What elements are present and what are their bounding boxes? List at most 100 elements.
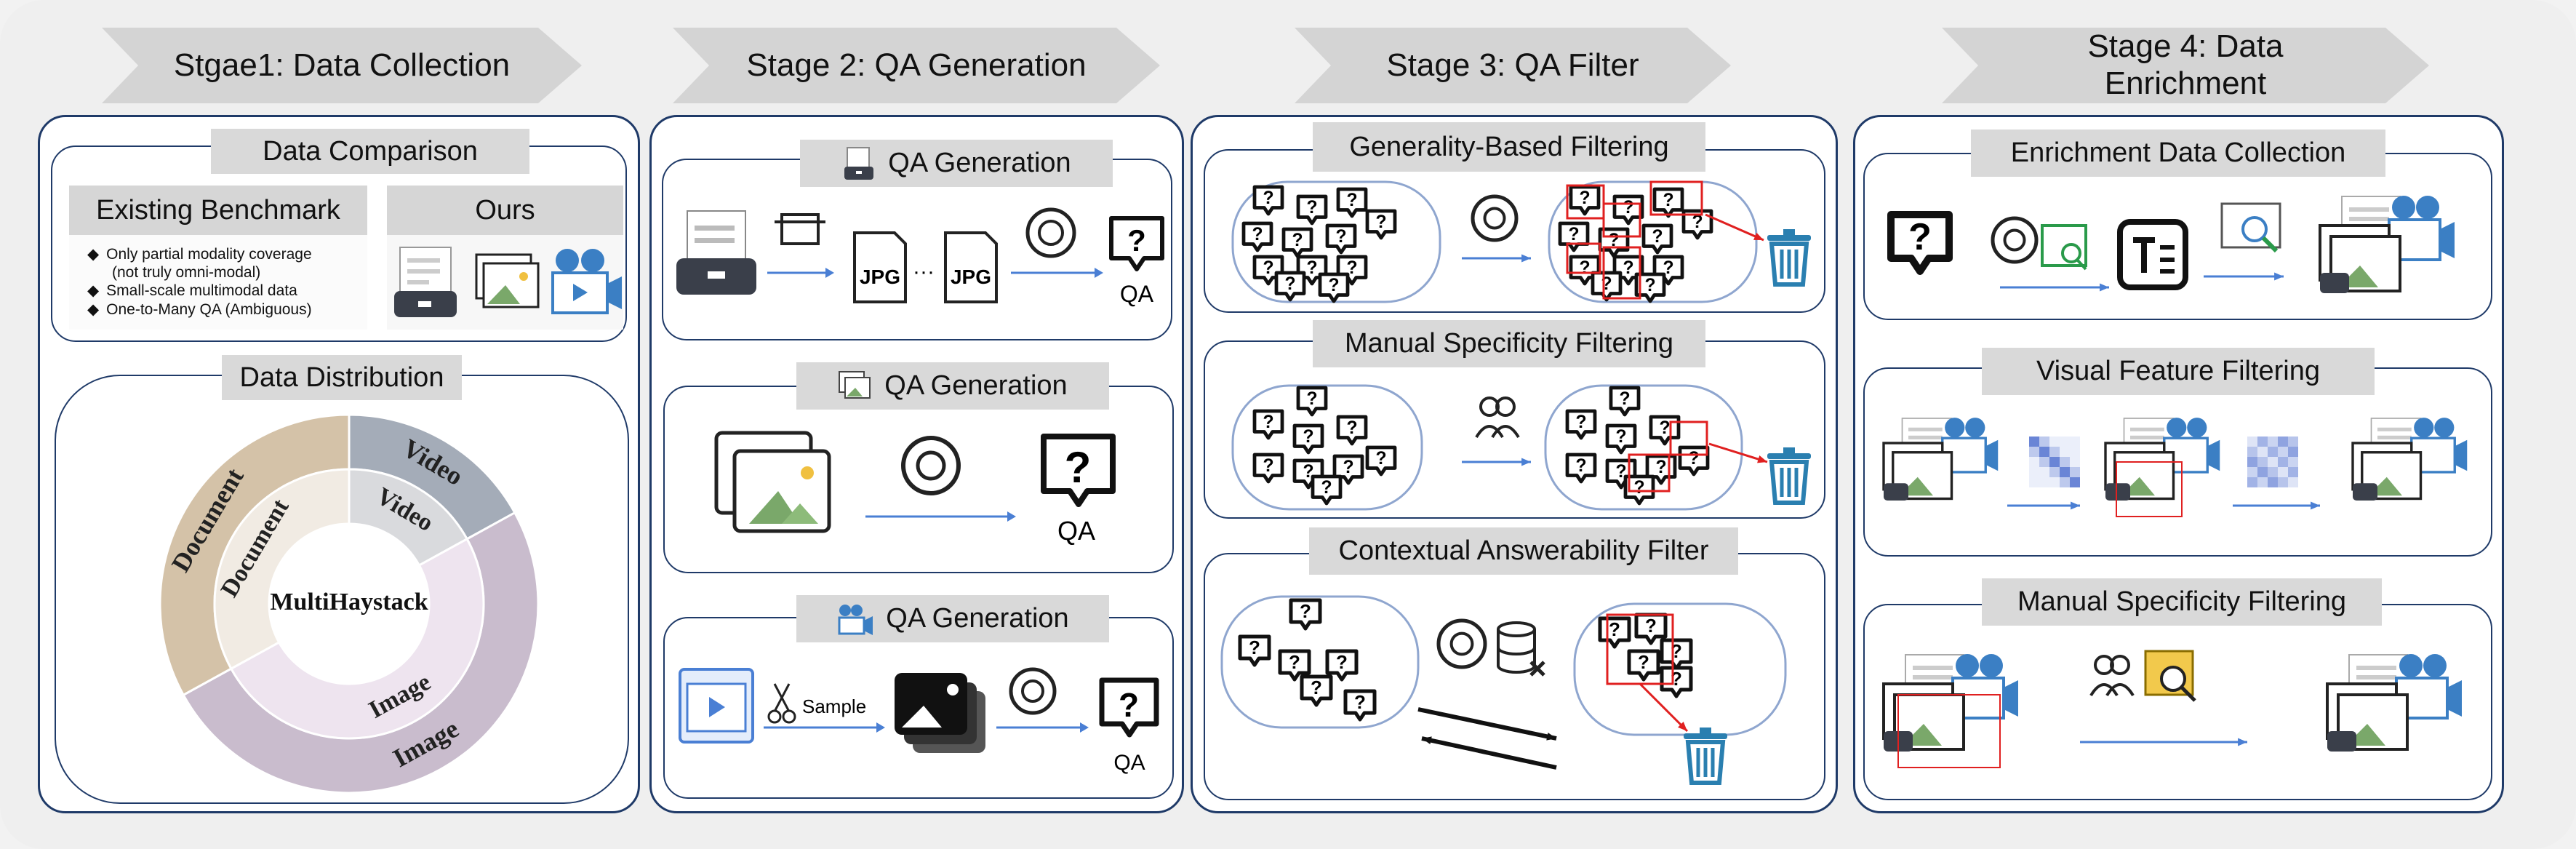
donut-center-label: MultiHaystack — [270, 589, 428, 615]
image-stack-icon — [714, 431, 831, 533]
svg-text:?: ? — [1300, 600, 1311, 622]
existing-benchmark-bullets: ◆ Only partial modality coverage (not tru… — [87, 245, 312, 319]
svg-text:?: ? — [1306, 198, 1317, 218]
enrichment-data-collection-flow: ? — [1887, 196, 2455, 293]
svg-text:?: ? — [1343, 458, 1353, 477]
svg-text:?: ? — [1688, 449, 1699, 469]
qa-generation-video-flow: Sample ? QA — [679, 667, 1159, 775]
multimodal-stack-icon — [2351, 418, 2468, 501]
svg-text:?: ? — [1289, 651, 1300, 673]
data-comparison-title: Data Comparison — [211, 129, 529, 174]
question-bubble-icon: ? — [1336, 255, 1368, 286]
stage4-manual-specificity-flow — [1882, 650, 2462, 768]
svg-text:?: ? — [1263, 188, 1273, 208]
document-tray-icon — [676, 210, 756, 295]
svg-text:?: ? — [1249, 637, 1260, 658]
openai-icon — [901, 436, 961, 495]
reject-box — [1628, 453, 1671, 493]
bullet-text: One-to-Many QA (Ambiguous) — [106, 300, 312, 318]
video-camera-icon — [838, 604, 873, 635]
multimodal-stack-icon — [1882, 654, 2018, 752]
ours-icons — [394, 247, 622, 317]
reject-box — [1566, 184, 1605, 220]
question-bubble-icon: ? — [1099, 677, 1159, 738]
reject-box — [1669, 420, 1708, 456]
svg-text:?: ? — [1127, 223, 1146, 258]
question-bubble-icon: ? — [1289, 598, 1322, 631]
question-bubble-icon: ? — [1296, 194, 1328, 226]
svg-text:?: ? — [1645, 615, 1657, 637]
trash-icon — [1767, 447, 1811, 505]
question-bubble-icon: ? — [1292, 423, 1324, 455]
svg-text:?: ? — [1692, 212, 1703, 232]
manual-specificity-filtering-title: Manual Specificity Filtering — [1313, 320, 1705, 367]
jpg-file-icon — [944, 231, 998, 303]
svg-text:?: ? — [1663, 258, 1673, 278]
question-bubble-icon: ? — [1296, 386, 1328, 417]
svg-text:?: ? — [1252, 225, 1263, 244]
svg-text:?: ? — [1311, 677, 1322, 698]
svg-text:?: ? — [1346, 418, 1357, 438]
bullet-text: Only partial modality coverage — [106, 246, 312, 263]
stage1-header: Stgae1: Data Collection — [102, 28, 582, 103]
bullet-icon: ◆ — [87, 300, 100, 318]
svg-text:?: ? — [1284, 274, 1295, 294]
question-bubble-icon: ? — [1681, 209, 1713, 240]
openai-icon — [1025, 207, 1076, 258]
people-icon — [2089, 655, 2135, 697]
trash-icon — [1684, 728, 1727, 785]
question-bubble-icon: ? — [1311, 474, 1343, 506]
reject-box — [1602, 202, 1641, 238]
svg-text:?: ? — [1263, 456, 1273, 476]
image-stack-icon — [839, 370, 871, 399]
database-x-icon — [1497, 621, 1545, 677]
question-bubble-icon: ? — [1627, 649, 1660, 682]
svg-text:?: ? — [1303, 427, 1313, 447]
question-bubble-icon: ? — [1318, 272, 1350, 303]
existing-benchmark-body — [69, 235, 367, 330]
svg-text:?: ? — [1575, 456, 1586, 476]
openai-icon — [1009, 667, 1057, 715]
question-bubble-icon: ? — [1634, 272, 1666, 303]
qa-generation-image-flow: ? QA — [714, 431, 1116, 546]
bullet-icon: ◆ — [87, 246, 100, 263]
stage2-header: Stage 2: QA Generation — [673, 28, 1160, 103]
question-bubble-icon: ? — [1300, 674, 1333, 707]
question-bubble-icon: ? — [1565, 453, 1597, 484]
qa-label: QA — [1057, 516, 1095, 546]
svg-text:?: ? — [1346, 258, 1357, 278]
question-bubble-icon: ? — [1336, 187, 1368, 218]
image-frames-icon — [895, 673, 985, 753]
svg-text:?: ? — [1321, 478, 1332, 498]
question-bubble-icon: ? — [1565, 409, 1597, 440]
bullet-text: (not truly omni-modal) — [112, 264, 261, 282]
sample-label: Sample — [802, 695, 866, 717]
svg-text:?: ? — [1655, 458, 1666, 477]
existing-benchmark-label: Existing Benchmark — [69, 186, 367, 235]
question-bubble-icon: ? — [1365, 445, 1397, 477]
svg-text:?: ? — [1908, 216, 1932, 258]
svg-text:?: ? — [1263, 258, 1273, 278]
question-bubble-icon: ? — [1241, 221, 1273, 252]
question-bubble-icon: ? — [1281, 227, 1313, 258]
question-bubble-icon: ? — [1365, 209, 1397, 240]
svg-text:?: ? — [1633, 478, 1644, 498]
reject-box — [2116, 461, 2183, 517]
openai-icon — [1991, 216, 2039, 264]
scissors-icon — [767, 683, 796, 724]
visual-feature-filtering-title: Visual Feature Filtering — [1982, 348, 2375, 395]
svg-text:?: ? — [1619, 389, 1630, 409]
question-bubble-icon: ? — [1609, 386, 1641, 417]
question-bubble-icon: ? — [1041, 434, 1116, 507]
svg-text:?: ? — [1579, 258, 1590, 278]
question-bubble-icon: ? — [1274, 271, 1306, 302]
svg-text:?: ? — [1375, 212, 1386, 232]
generality-filtering-flow: ???????????????????????? — [1231, 180, 1811, 303]
svg-text:?: ? — [1652, 227, 1663, 247]
svg-text:?: ? — [1336, 651, 1348, 673]
reject-box — [1602, 246, 1641, 300]
multimodal-stack-icon — [2104, 418, 2220, 501]
question-bubble-icon: ? — [1634, 613, 1668, 645]
qa-generation-image-title: QA Generation — [796, 362, 1109, 410]
